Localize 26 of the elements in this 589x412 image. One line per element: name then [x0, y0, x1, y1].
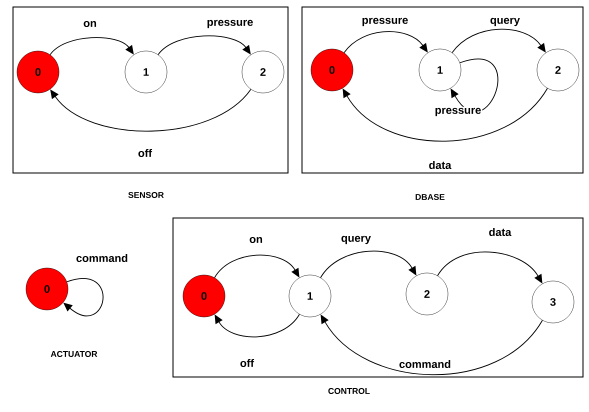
transition-arrow	[342, 88, 548, 142]
transition-arrow	[214, 254, 300, 278]
edge-label: data	[428, 160, 452, 170]
edge-label: query	[340, 234, 372, 246]
edge-label: on	[82, 20, 98, 28]
transition-arrow	[50, 88, 252, 132]
edge-label: command	[75, 252, 129, 264]
transition-arrow	[50, 37, 134, 56]
transition-arrow	[158, 35, 251, 56]
transition-arrow	[214, 314, 300, 338]
panel-caption: SENSOR	[128, 192, 164, 198]
edge-label: query	[489, 16, 521, 28]
edge-label: data	[488, 226, 512, 238]
edge-label: off	[238, 358, 256, 368]
panel-caption: DBASE	[416, 194, 445, 200]
transition-arrow	[452, 28, 546, 54]
edge-label: pressure	[360, 16, 410, 28]
edge-label: off	[136, 148, 154, 158]
transition-arrow	[344, 31, 428, 54]
diagram-caption: ACTUATOR	[50, 350, 98, 357]
edge-label: command	[398, 358, 452, 370]
transition-arrow	[320, 250, 416, 278]
panel-caption: CONTROL	[328, 388, 370, 394]
edge-label: on	[248, 236, 264, 244]
edge-label: pressure	[434, 106, 482, 118]
edge-label: pressure	[206, 18, 254, 30]
